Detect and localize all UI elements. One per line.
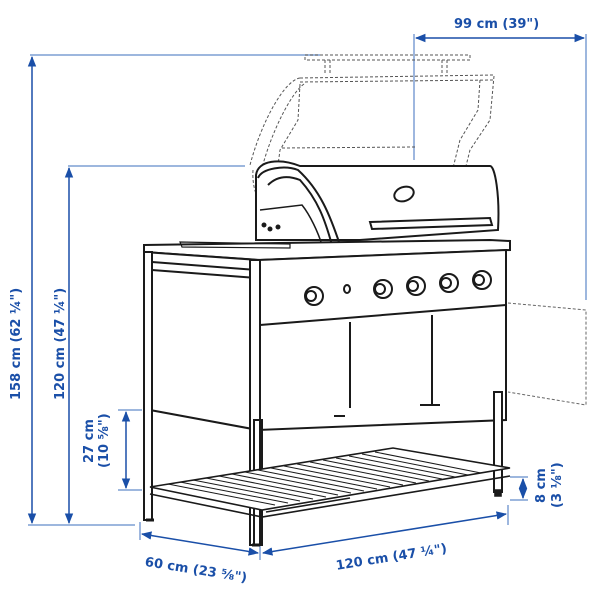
side-panel-ghost <box>507 302 587 406</box>
dimension-lines <box>27 33 587 560</box>
foot-height-inch-label: (3 ⅛") <box>550 462 565 508</box>
shelf-clearance-label: 27 cm <box>82 419 97 463</box>
cabinet-front <box>257 248 507 432</box>
igniter-icon <box>343 284 351 294</box>
grill-lid <box>255 160 500 246</box>
total-height-label: 158 cm (62 ¼") <box>9 287 24 400</box>
foot-height-label: 8 cm <box>534 468 549 503</box>
control-knobs <box>304 270 492 306</box>
lid-width-label: 99 cm (39") <box>454 17 540 32</box>
counter-height-label: 120 cm (47 ¼") <box>53 287 68 400</box>
shelf-clearance-inch-label: (10 ⅝") <box>97 413 112 468</box>
side-frame <box>142 250 503 546</box>
lower-shelf <box>146 447 511 547</box>
